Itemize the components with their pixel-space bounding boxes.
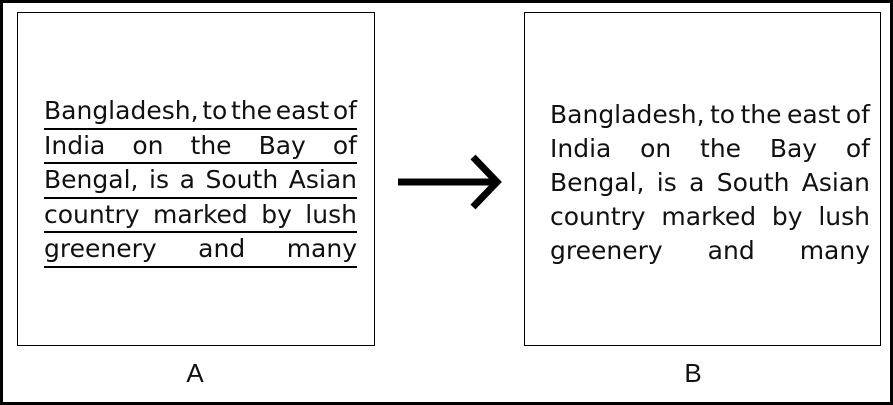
word: Bengal, bbox=[550, 168, 645, 197]
word: lush bbox=[818, 202, 870, 231]
word: Bay bbox=[258, 130, 306, 160]
word: to bbox=[709, 100, 736, 129]
word: east bbox=[275, 96, 330, 125]
word: the bbox=[190, 130, 232, 160]
word: lush bbox=[305, 199, 357, 229]
word: country bbox=[550, 202, 646, 231]
panel-a-label: A bbox=[186, 358, 204, 388]
word: South bbox=[205, 165, 279, 194]
word: Bangladesh, bbox=[550, 100, 705, 129]
panel-b-label: B bbox=[684, 358, 702, 388]
panel-b-line: country marked by lush bbox=[550, 200, 870, 234]
word: on bbox=[132, 130, 164, 160]
word: marked bbox=[153, 199, 248, 229]
panel-b-line: Bengal, is a South Asian bbox=[550, 166, 870, 200]
panel-a: Bangladesh, to the east of India on the … bbox=[17, 12, 375, 346]
word: and bbox=[198, 234, 246, 263]
word: to bbox=[202, 96, 228, 125]
word: country bbox=[44, 199, 140, 229]
panel-a-paragraph: Bangladesh, to the east of India on the … bbox=[44, 95, 357, 268]
word: Asian bbox=[288, 165, 357, 194]
word: South bbox=[716, 168, 790, 197]
panel-b: Bangladesh, to the east of India on the … bbox=[524, 12, 881, 346]
word: the bbox=[230, 96, 273, 125]
word: of bbox=[845, 134, 870, 163]
word: greenery bbox=[550, 236, 663, 265]
word: a bbox=[179, 165, 195, 194]
word: east bbox=[786, 100, 841, 129]
right-arrow-icon bbox=[398, 154, 502, 210]
word: is bbox=[149, 165, 170, 194]
word: greenery bbox=[44, 234, 157, 263]
panel-b-line: India on the Bay of bbox=[550, 132, 870, 166]
word: India bbox=[550, 134, 612, 163]
word: Bengal, bbox=[44, 165, 139, 194]
panel-b-line: Bangladesh, to the east of bbox=[550, 98, 870, 132]
word: Bangladesh, bbox=[44, 96, 199, 125]
word: Asian bbox=[801, 168, 870, 197]
word: many bbox=[286, 234, 357, 263]
word: the bbox=[700, 134, 742, 163]
word: a bbox=[689, 168, 705, 197]
word: on bbox=[640, 134, 672, 163]
panel-a-line: country marked by lush bbox=[44, 199, 357, 233]
panel-a-line: greenery and many bbox=[44, 233, 357, 268]
word: many bbox=[799, 236, 870, 265]
word: by bbox=[771, 202, 803, 231]
word: is bbox=[656, 168, 677, 197]
word: Bay bbox=[769, 134, 818, 163]
panel-b-line: greenery and many bbox=[550, 234, 870, 268]
word: the bbox=[740, 100, 782, 129]
word: of bbox=[332, 130, 357, 160]
word: India bbox=[44, 130, 106, 160]
panel-a-line: Bangladesh, to the east of bbox=[44, 95, 357, 130]
panel-a-line: India on the Bay of bbox=[44, 130, 357, 164]
word: of bbox=[332, 96, 357, 125]
panel-b-paragraph: Bangladesh, to the east of India on the … bbox=[550, 98, 870, 268]
panel-a-line: Bengal, is a South Asian bbox=[44, 164, 357, 199]
word: marked bbox=[661, 202, 757, 231]
word: and bbox=[707, 236, 755, 265]
word: by bbox=[261, 199, 292, 229]
word: of bbox=[845, 100, 870, 129]
